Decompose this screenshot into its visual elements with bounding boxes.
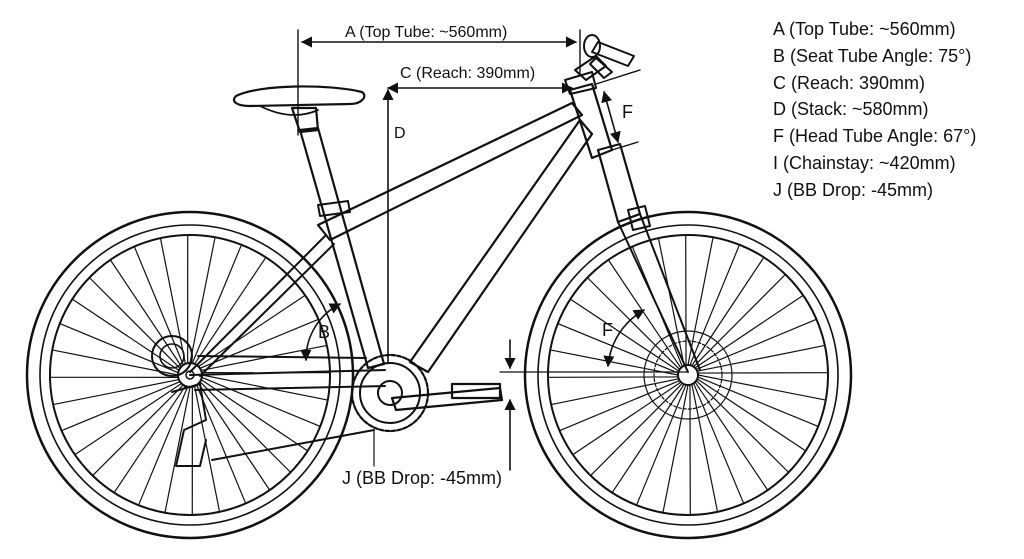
spoke — [693, 273, 786, 368]
spoke — [691, 384, 719, 512]
legend-item-top-tube: A (Top Tube: ~560mm) — [773, 19, 956, 39]
spoke — [201, 376, 321, 428]
spoke — [196, 384, 247, 504]
spoke — [572, 381, 682, 456]
spoke — [199, 381, 292, 473]
top-tube-label: A (Top Tube: ~560mm) — [345, 24, 507, 41]
rear-spokes — [50, 235, 330, 515]
spoke — [74, 382, 182, 456]
spoke — [694, 381, 769, 491]
legend-item-seat-tube-angle: B (Seat Tube Angle: 75°) — [773, 45, 972, 66]
dimension-reach: C (Reach: 390mm) — [386, 65, 574, 94]
spoke — [159, 238, 186, 365]
spoke — [697, 376, 819, 428]
spoke — [61, 381, 181, 432]
spoke — [137, 386, 189, 506]
reach-label: C (Reach: 390mm) — [400, 65, 535, 82]
spoke — [199, 318, 319, 369]
spoke — [191, 244, 243, 364]
legend-item-bb-drop: J (BB Drop: -45mm) — [773, 179, 934, 200]
handlebar — [583, 34, 635, 79]
spoke — [550, 349, 679, 376]
front-spokes — [548, 235, 828, 515]
spoke — [113, 385, 186, 493]
spoke — [59, 322, 179, 374]
spoke — [694, 294, 804, 369]
spoke — [657, 238, 685, 366]
spoke — [197, 383, 271, 491]
spoke — [695, 380, 790, 473]
dimension-head-tube: F — [595, 69, 641, 151]
spoke — [133, 246, 184, 366]
spoke — [687, 237, 714, 366]
legend-item-reach: C (Reach: 390mm) — [773, 72, 926, 93]
spoke — [689, 244, 741, 366]
spoke — [693, 383, 745, 504]
spoke — [611, 383, 685, 493]
saddle — [232, 85, 366, 134]
legend-item-head-tube-angle: F (Head Tube Angle: 67°) — [773, 126, 977, 147]
rear-wheel — [25, 210, 355, 540]
spoke — [635, 384, 687, 506]
spoke — [194, 385, 221, 512]
spoke — [53, 379, 180, 406]
spoke — [189, 237, 216, 364]
spoke — [696, 318, 817, 370]
front-wheel — [523, 210, 853, 540]
spoke — [198, 294, 306, 368]
spoke — [72, 298, 180, 371]
legend-item-chainstay: I (Chainstay: ~420mm) — [773, 152, 956, 173]
spoke — [559, 380, 680, 432]
dimension-stack: D — [382, 88, 406, 363]
angle-seat-tube: B — [300, 303, 341, 362]
drivetrain — [151, 335, 504, 467]
spoke — [590, 382, 683, 477]
spoke — [691, 257, 765, 367]
head-angle-label: F — [602, 320, 613, 340]
spoke — [551, 378, 679, 406]
spoke — [109, 259, 183, 367]
dimension-bb-drop: J (BB Drop: -45mm) — [342, 339, 516, 488]
seat-angle-label: B — [318, 322, 330, 342]
spoke — [194, 257, 267, 365]
spoke — [697, 344, 825, 372]
spoke — [164, 386, 191, 513]
spoke — [697, 374, 826, 401]
stack-label: D — [394, 125, 406, 142]
spoke — [92, 384, 184, 477]
spoke — [88, 277, 181, 369]
spoke — [696, 378, 806, 452]
bb-drop-label: J (BB Drop: -45mm) — [342, 468, 502, 488]
spoke — [52, 349, 179, 376]
legend-item-stack: D (Stack: ~580mm) — [773, 99, 929, 120]
fork — [596, 142, 701, 373]
spoke — [200, 379, 308, 452]
angle-head-tube: F — [499, 309, 689, 373]
geometry-legend: A (Top Tube: ~560mm) B (Seat Tube Angle:… — [773, 16, 976, 204]
head-tube-label: F — [622, 102, 633, 122]
dimension-top-tube: A (Top Tube: ~560mm) — [297, 24, 581, 136]
spoke — [662, 384, 689, 513]
